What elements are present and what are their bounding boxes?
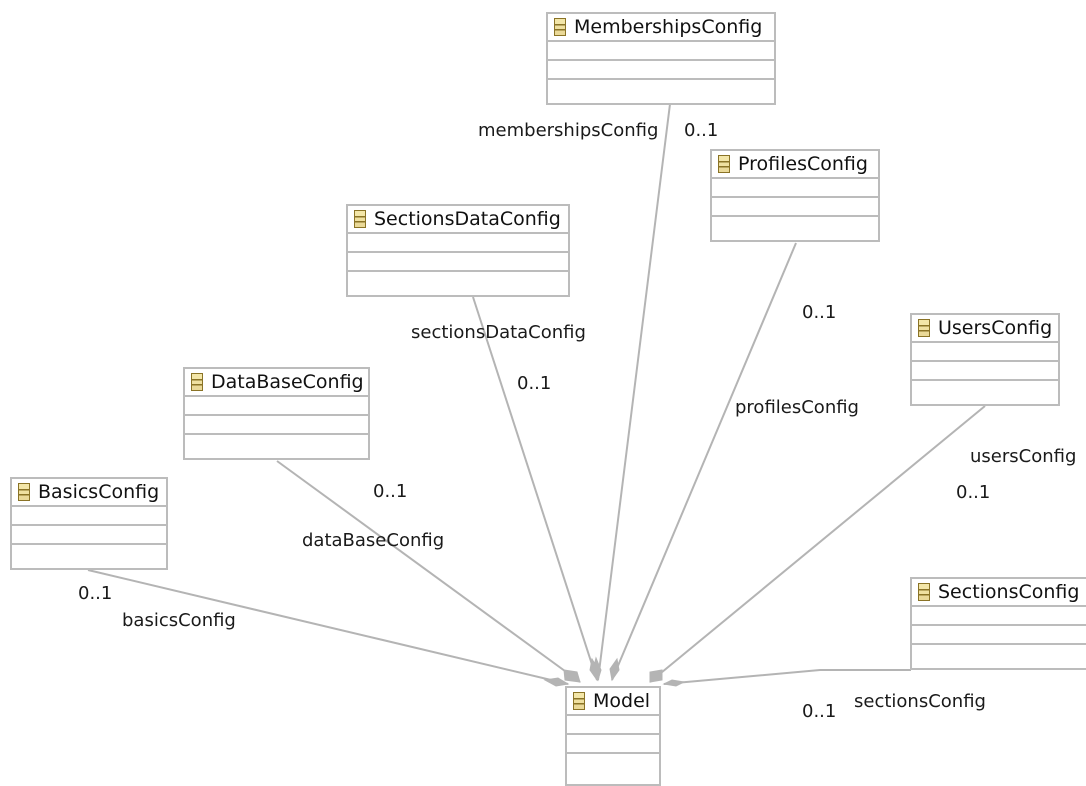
composition-diamond-database (563, 669, 581, 683)
extra-compartment (567, 754, 659, 773)
attributes-compartment (12, 507, 166, 526)
role-label-basics: basicsConfig (122, 610, 236, 631)
class-sections-data-config[interactable]: SectionsDataConfig (346, 204, 570, 297)
class-name: SectionsConfig (938, 581, 1080, 603)
class-icon (354, 210, 366, 228)
multiplicity-label-memberships: 0..1 (684, 120, 719, 141)
extra-compartment (712, 217, 878, 236)
connector-basics[interactable] (87, 569, 569, 685)
connector-profiles[interactable] (611, 242, 797, 681)
operations-compartment (712, 198, 878, 217)
operations-compartment (912, 626, 1086, 645)
class-name: BasicsConfig (38, 481, 160, 503)
composition-diamond-users (649, 669, 663, 683)
class-sections-config[interactable]: SectionsConfig (910, 577, 1086, 670)
connector-users[interactable] (649, 405, 986, 683)
class-name: DataBaseConfig (211, 371, 364, 393)
operations-compartment (185, 416, 368, 435)
class-database-config[interactable]: DataBaseConfig (183, 367, 370, 460)
connector-sections-data[interactable] (472, 296, 598, 681)
operations-compartment (567, 735, 659, 754)
class-name: ProfilesConfig (738, 153, 868, 175)
class-name: MembershipsConfig (574, 16, 763, 38)
class-basics-config[interactable]: BasicsConfig (10, 477, 168, 570)
class-icon (573, 692, 585, 710)
attributes-compartment (912, 607, 1086, 626)
class-name: UsersConfig (938, 317, 1053, 339)
class-model[interactable]: Model (565, 686, 661, 786)
attributes-compartment (567, 716, 659, 735)
class-header: Model (567, 688, 659, 716)
attributes-compartment (912, 343, 1058, 362)
multiplicity-label-basics: 0..1 (78, 583, 113, 604)
class-users-config[interactable]: UsersConfig (910, 313, 1060, 406)
class-header: BasicsConfig (12, 479, 166, 507)
class-profiles-config[interactable]: ProfilesConfig (710, 149, 880, 242)
class-icon (918, 319, 930, 337)
class-header: SectionsConfig (912, 579, 1086, 607)
attributes-compartment (185, 397, 368, 416)
role-label-memberships: membershipsConfig (478, 120, 659, 141)
role-label-sections: sectionsConfig (854, 691, 986, 712)
class-header: SectionsDataConfig (348, 206, 568, 234)
class-icon (718, 155, 730, 173)
class-name: Model (593, 690, 651, 712)
class-header: DataBaseConfig (185, 369, 368, 397)
class-header: MembershipsConfig (548, 14, 774, 42)
multiplicity-label-database: 0..1 (373, 481, 408, 502)
role-label-sections-data: sectionsDataConfig (411, 322, 586, 343)
role-label-profiles: profilesConfig (735, 397, 859, 418)
class-header: UsersConfig (912, 315, 1058, 343)
connector-sections[interactable] (663, 669, 911, 685)
extra-compartment (12, 545, 166, 564)
attributes-compartment (548, 42, 774, 61)
class-icon (554, 18, 566, 36)
attributes-compartment (712, 179, 878, 198)
extra-compartment (912, 381, 1058, 400)
connector-database[interactable] (276, 460, 581, 683)
class-header: ProfilesConfig (712, 151, 878, 179)
role-label-database: dataBaseConfig (302, 530, 445, 551)
multiplicity-label-sections: 0..1 (802, 701, 837, 722)
composition-diamond-basics (543, 677, 570, 687)
extra-compartment (185, 435, 368, 454)
class-memberships-config[interactable]: MembershipsConfig (546, 12, 776, 105)
extra-compartment (348, 272, 568, 291)
class-icon (918, 583, 930, 601)
extra-compartment (548, 80, 774, 99)
operations-compartment (548, 61, 774, 80)
operations-compartment (912, 362, 1058, 381)
operations-compartment (12, 526, 166, 545)
class-name: SectionsDataConfig (374, 208, 561, 230)
role-label-users: usersConfig (970, 446, 1077, 467)
composition-diamond-sections (662, 679, 686, 687)
multiplicity-label-profiles: 0..1 (802, 302, 837, 323)
attributes-compartment (348, 234, 568, 253)
extra-compartment (912, 645, 1086, 664)
composition-diamond-profiles (609, 657, 620, 682)
connector-memberships[interactable] (597, 103, 671, 681)
operations-compartment (348, 253, 568, 272)
multiplicity-label-sections-data: 0..1 (517, 373, 552, 394)
class-icon (191, 373, 203, 391)
composition-diamond-sections-data (589, 657, 599, 682)
class-icon (18, 483, 30, 501)
multiplicity-label-users: 0..1 (956, 482, 991, 503)
